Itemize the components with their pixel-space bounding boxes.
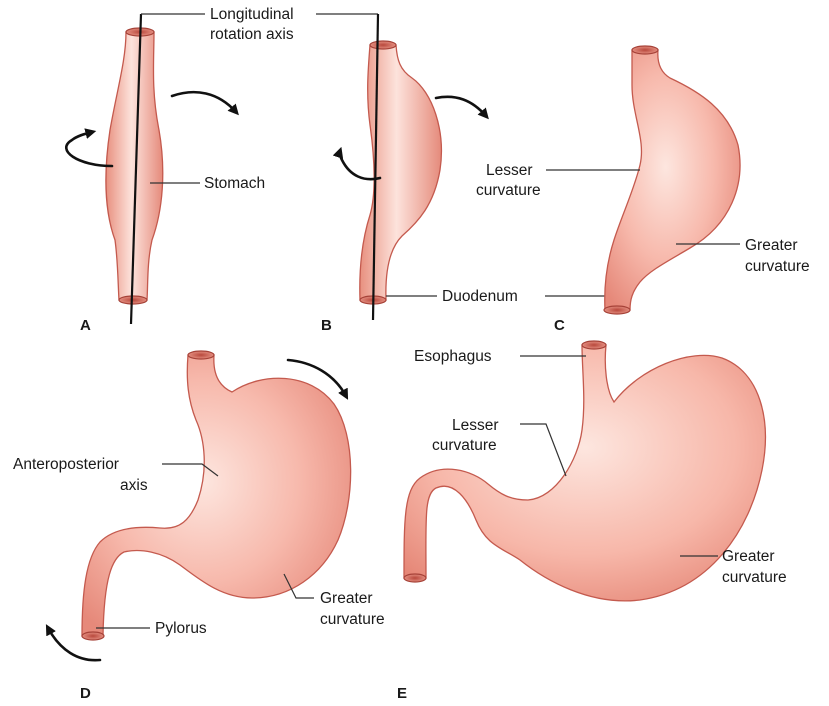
panel-e-stomach bbox=[404, 341, 765, 601]
panel-c-stomach bbox=[604, 46, 740, 314]
lesser-c-label-line2: curvature bbox=[476, 182, 541, 199]
greater-c-label-line1: Greater bbox=[745, 237, 798, 254]
ap-axis-label-line1: Anteroposterior bbox=[13, 456, 119, 473]
axis-label-line2: rotation axis bbox=[210, 26, 294, 43]
panel-a-stomach-tube bbox=[106, 28, 163, 304]
greater-e-label-line2: curvature bbox=[722, 569, 787, 586]
greater-c-label-line2: curvature bbox=[745, 258, 810, 275]
esophagus-label: Esophagus bbox=[414, 348, 492, 365]
stomach-label: Stomach bbox=[204, 175, 265, 192]
axis-label-line1: Longitudinal bbox=[210, 6, 294, 23]
panel-b-stomach-tube bbox=[360, 41, 442, 304]
panel-e-top-opening bbox=[582, 341, 606, 349]
panel-b-top-opening bbox=[370, 41, 396, 49]
panel-a-rotate-right-arrow bbox=[172, 92, 236, 112]
lesser-e-label-line2: curvature bbox=[432, 437, 497, 454]
lesser-e-leader bbox=[520, 424, 566, 476]
panel-label-e: E bbox=[397, 685, 407, 702]
panel-d-pylorus-opening bbox=[82, 632, 104, 640]
pylorus-label: Pylorus bbox=[155, 620, 207, 637]
panel-e-duodenum-opening bbox=[404, 574, 426, 582]
lesser-e-label-line1: Lesser bbox=[452, 417, 499, 434]
panel-label-d: D bbox=[80, 685, 91, 702]
lesser-c-label-line1: Lesser bbox=[486, 162, 533, 179]
panel-a-rotate-left-arrow bbox=[66, 132, 112, 166]
panel-a-bottom-opening bbox=[119, 296, 147, 304]
ap-axis-label-line2: axis bbox=[120, 477, 148, 494]
panel-label-a: A bbox=[80, 317, 91, 334]
duodenum-label: Duodenum bbox=[442, 288, 518, 305]
panel-c-top-opening bbox=[632, 46, 658, 54]
panel-d-stomach bbox=[82, 351, 351, 640]
greater-d-label-line1: Greater bbox=[320, 590, 373, 607]
panel-c-bottom-opening bbox=[604, 306, 630, 314]
panel-b-rotate-right-arrow bbox=[436, 97, 486, 116]
panel-label-c: C bbox=[554, 317, 565, 334]
greater-e-label-line1: Greater bbox=[722, 548, 775, 565]
panel-label-b: B bbox=[321, 317, 332, 334]
panel-d-top-opening bbox=[188, 351, 214, 359]
greater-d-label-line2: curvature bbox=[320, 611, 385, 628]
